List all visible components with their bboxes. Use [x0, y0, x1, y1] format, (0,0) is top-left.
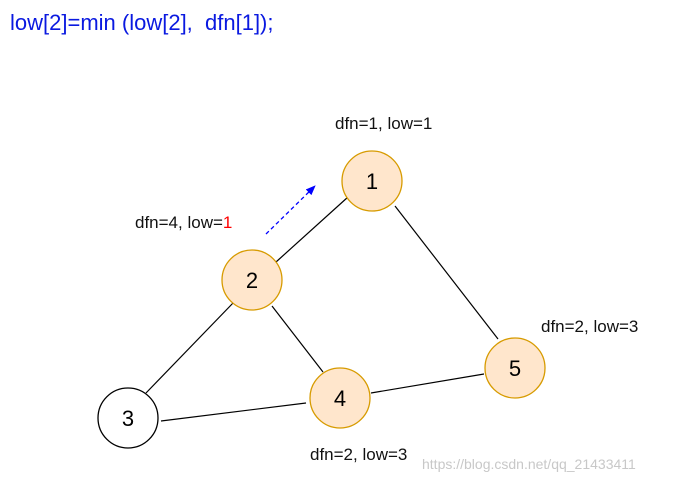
node-2-dfn-low-label: dfn=4, low=1: [135, 213, 232, 233]
node-4: 4: [309, 367, 371, 429]
node-1: 1: [341, 150, 403, 212]
edge-3-4: [160, 402, 307, 422]
node-2-label: 2: [246, 268, 258, 293]
node-3: 3: [97, 387, 159, 449]
node-3-label: 3: [122, 406, 134, 431]
node-5-dfn-low-label: dfn=2, low=3: [541, 317, 639, 336]
node-1-dfn-low-label: dfn=1, low=1: [335, 114, 433, 133]
edge-1-5: [394, 205, 499, 340]
node-2: 2: [221, 249, 283, 311]
node-5-label: 5: [509, 356, 521, 381]
node-2-low-value: 1: [222, 213, 233, 232]
node-5: 5: [484, 337, 546, 399]
node-4-dfn-low-label: dfn=2, low=3: [310, 445, 408, 464]
edge-1-2: [275, 196, 349, 263]
formula-title: low[2]=min (low[2], dfn[1]);: [10, 10, 274, 35]
watermark-text: https://blog.csdn.net/qq_21433411: [422, 456, 636, 472]
edge-2-3: [145, 301, 235, 394]
edge-2-4: [271, 305, 324, 373]
node-2-dfn-low-prefix: dfn=4, low=: [135, 213, 223, 232]
node-1-label: 1: [366, 169, 378, 194]
backtrack-arrow: [265, 185, 316, 235]
edge-4-5: [370, 373, 485, 394]
node-4-label: 4: [334, 386, 346, 411]
